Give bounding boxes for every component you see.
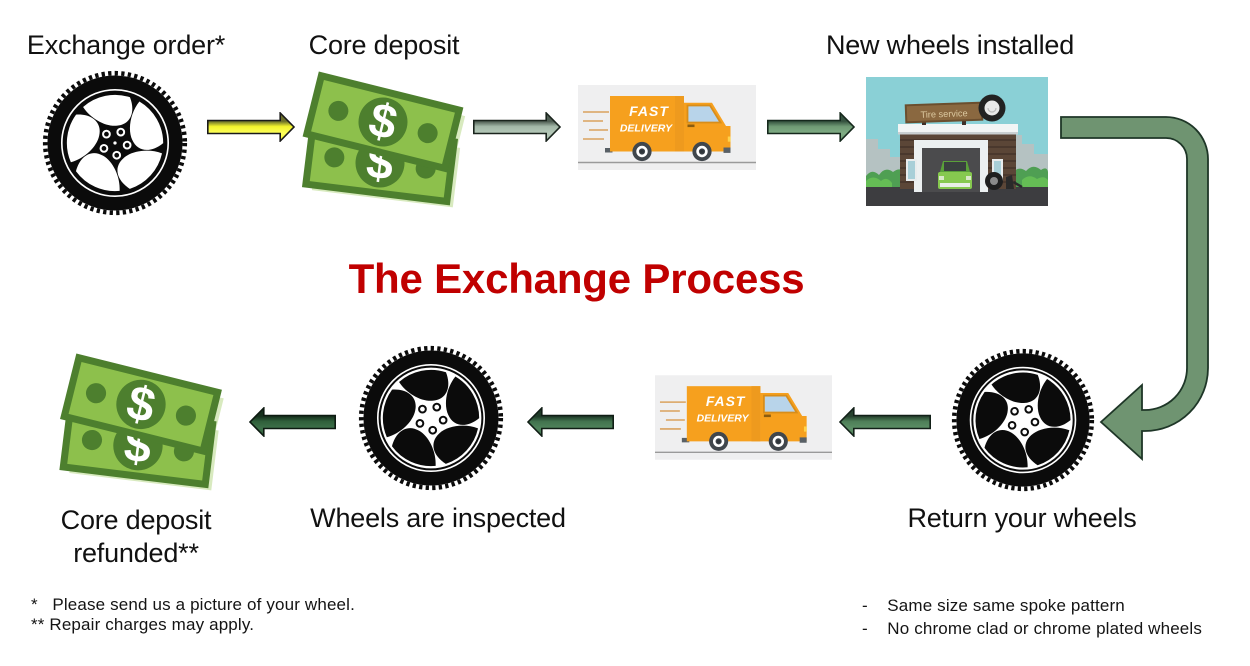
- svg-text:FAST: FAST: [629, 103, 669, 119]
- svg-text:DELIVERY: DELIVERY: [697, 413, 750, 424]
- svg-text:Tire service: Tire service: [920, 108, 967, 120]
- svg-text:DELIVERY: DELIVERY: [620, 123, 673, 135]
- svg-text:FAST: FAST: [706, 393, 746, 409]
